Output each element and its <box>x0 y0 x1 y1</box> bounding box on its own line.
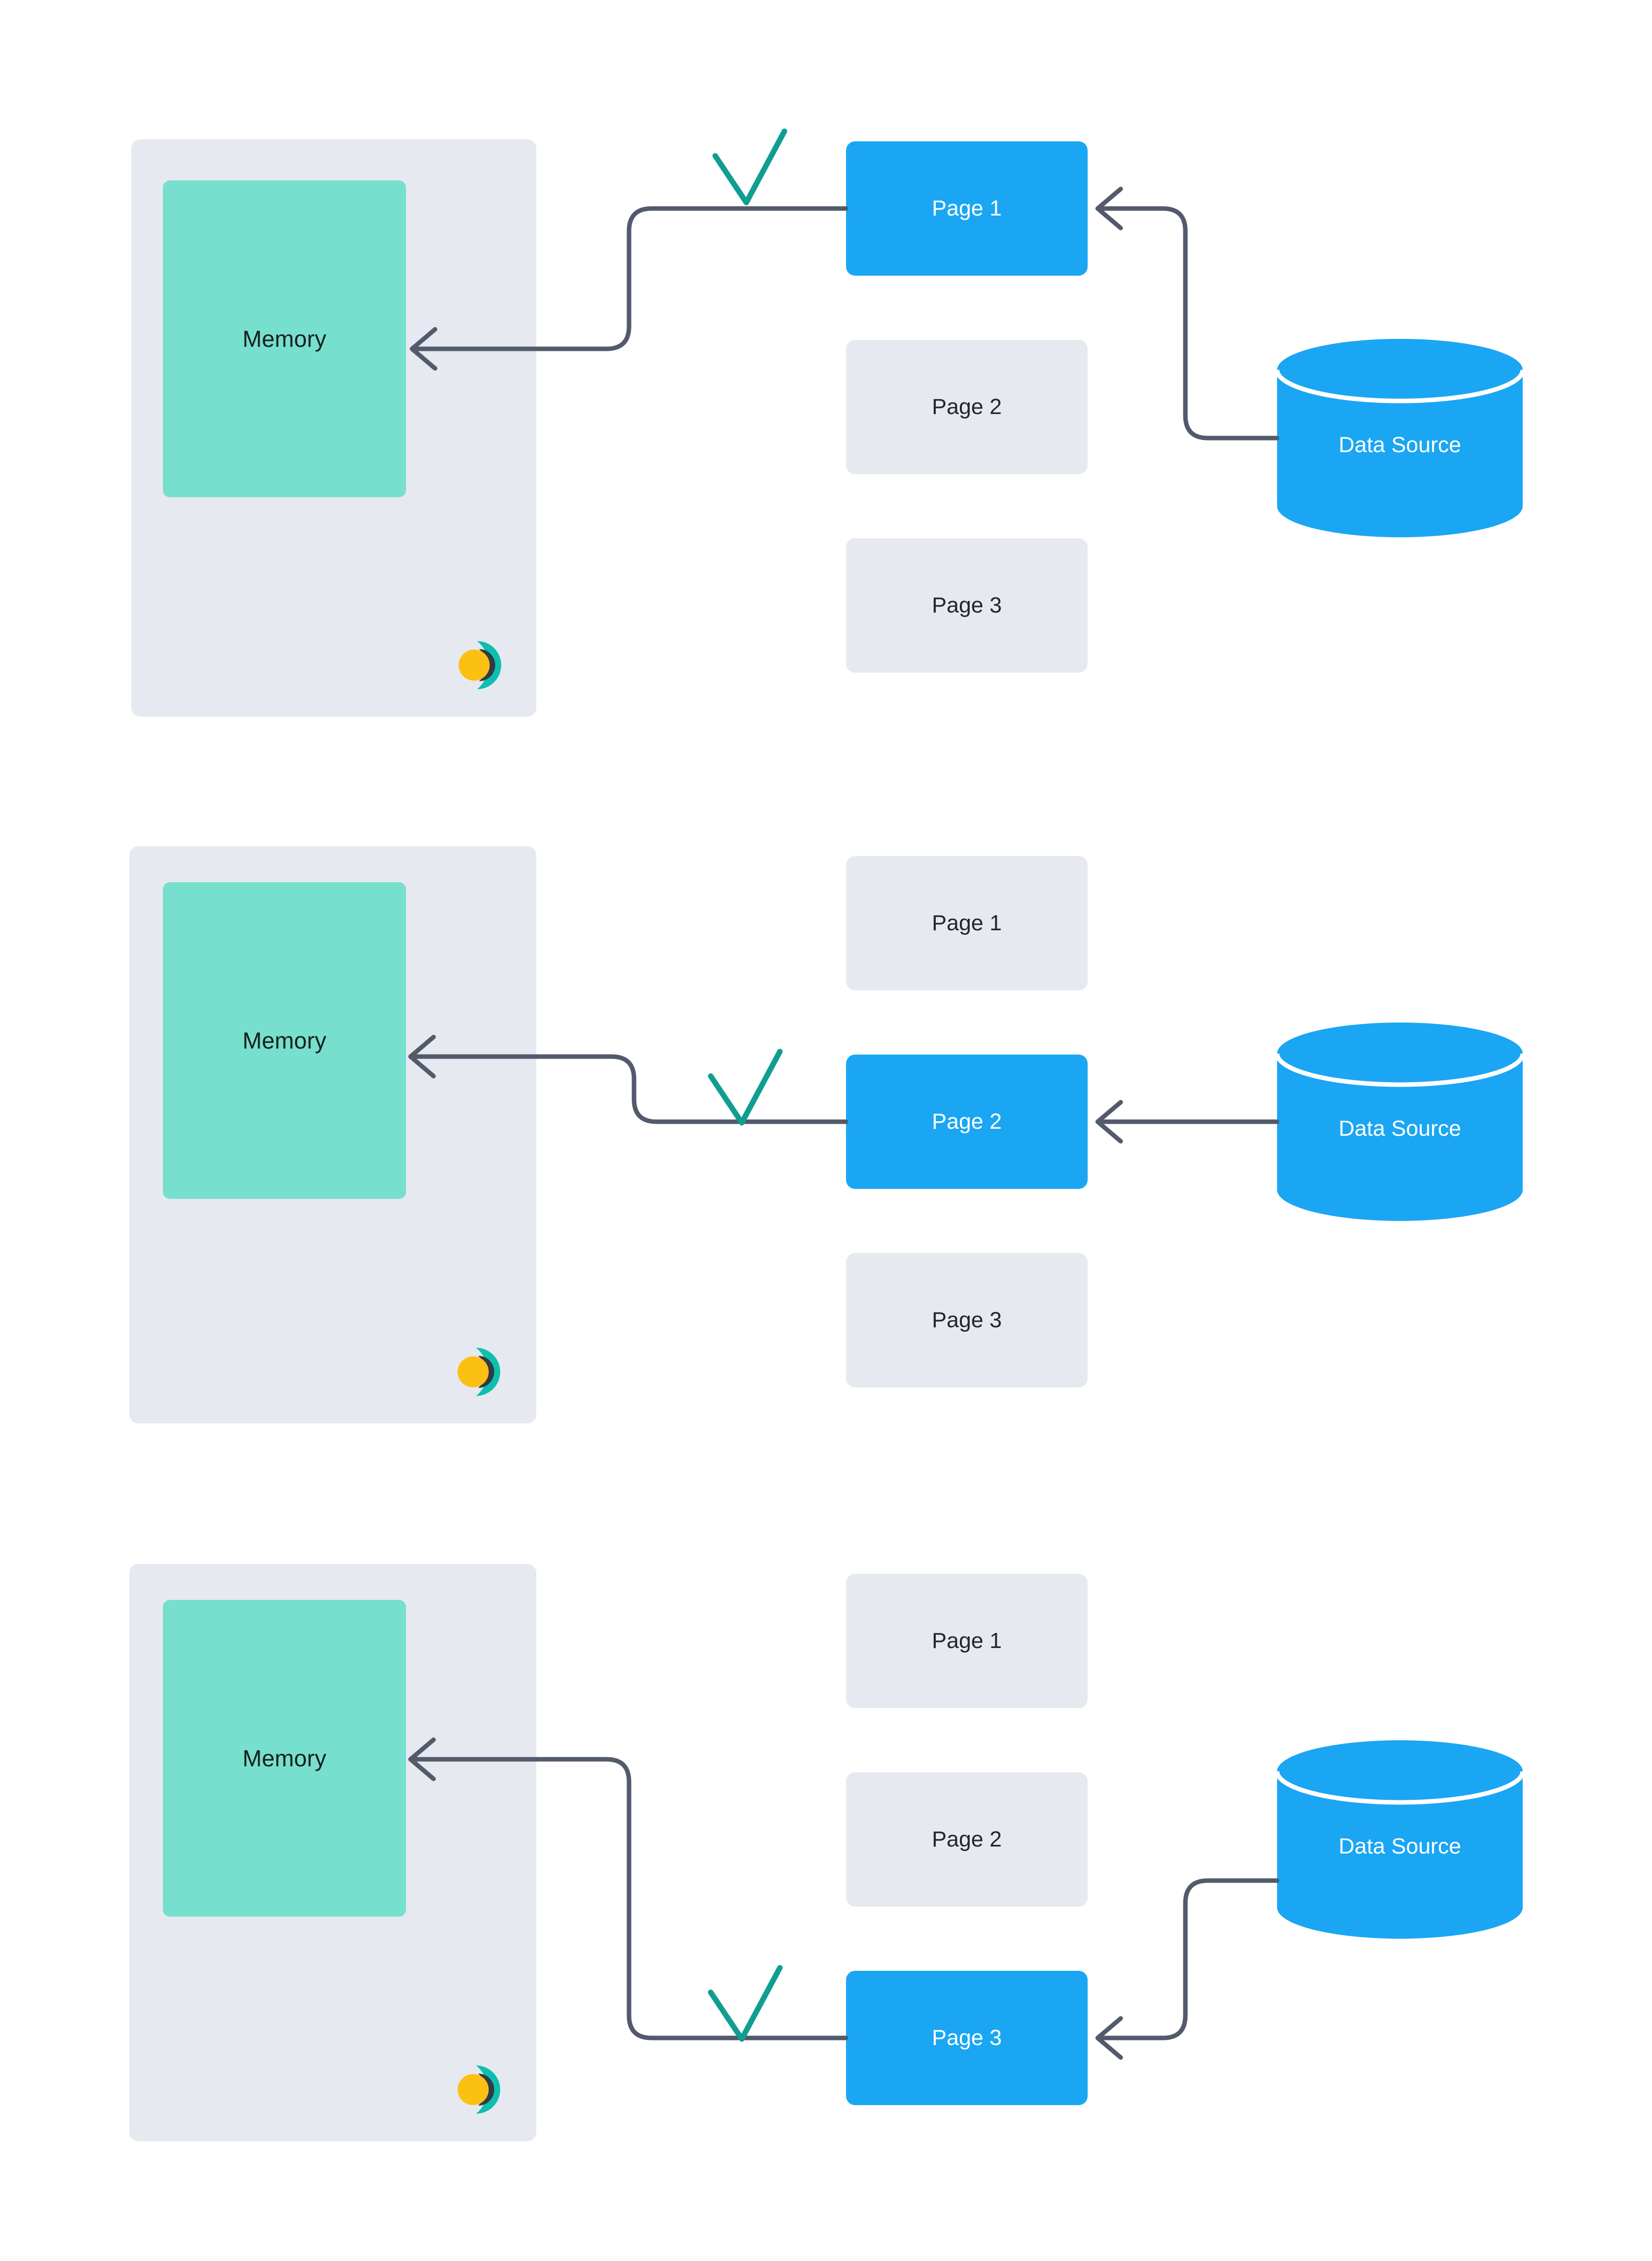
memory-block-step-1: Memory <box>163 180 406 497</box>
page-card-step-3-page-2[interactable]: Page 2 <box>846 1772 1088 1907</box>
data-source-step-3[interactable]: Data Source <box>1275 1740 1525 1939</box>
database-cylinder-icon <box>1275 1022 1525 1221</box>
page-card-label: Page 2 <box>932 1827 1002 1852</box>
database-cylinder-icon <box>1275 1740 1525 1939</box>
wire-datasource-to-page3-step-3 <box>1097 1878 1280 2040</box>
page-card-label: Page 3 <box>932 2025 1002 2050</box>
page-card-label: Page 1 <box>932 196 1002 221</box>
check-icon <box>712 128 787 205</box>
data-source-label: Data Source <box>1338 1834 1462 1859</box>
data-source-label: Data Source <box>1338 433 1462 457</box>
data-source-step-2[interactable]: Data Source <box>1275 1022 1525 1221</box>
memory-label: Memory <box>242 326 327 352</box>
check-icon <box>708 1049 783 1126</box>
page-card-label: Page 3 <box>932 1308 1002 1332</box>
check-icon <box>708 1965 783 2042</box>
page-card-step-3-page-3[interactable]: Page 3 <box>846 1971 1088 2105</box>
page-card-step-2-page-3[interactable]: Page 3 <box>846 1253 1088 1387</box>
page-card-step-3-page-1[interactable]: Page 1 <box>846 1574 1088 1708</box>
arrow-left-icon <box>1095 2016 1123 2060</box>
memory-label: Memory <box>242 1745 327 1771</box>
page-card-label: Page 1 <box>932 911 1002 935</box>
page-card-step-1-page-3[interactable]: Page 3 <box>846 538 1088 673</box>
page-card-label: Page 1 <box>932 1628 1002 1653</box>
arrow-left-icon <box>1095 186 1123 231</box>
page-card-step-2-page-2[interactable]: Page 2 <box>846 1055 1088 1189</box>
arrow-left-icon <box>1095 1100 1123 1144</box>
memory-label: Memory <box>242 1027 327 1054</box>
page-card-label: Page 2 <box>932 1109 1002 1134</box>
memory-block-step-2: Memory <box>163 882 406 1199</box>
page-card-label: Page 2 <box>932 394 1002 419</box>
wire-datasource-to-page1-step-1 <box>1097 206 1280 441</box>
brand-logo-icon <box>459 641 501 689</box>
page-card-label: Page 3 <box>932 593 1002 618</box>
page-card-step-1-page-2[interactable]: Page 2 <box>846 340 1088 474</box>
data-source-step-1[interactable]: Data Source <box>1275 339 1525 537</box>
brand-logo-icon <box>458 2066 500 2114</box>
brand-logo-icon <box>458 1348 500 1396</box>
memory-block-step-3: Memory <box>163 1600 406 1917</box>
database-cylinder-icon <box>1275 339 1525 537</box>
data-source-label: Data Source <box>1338 1116 1462 1141</box>
page-card-step-2-page-1[interactable]: Page 1 <box>846 856 1088 990</box>
page-card-step-1-page-1[interactable]: Page 1 <box>846 141 1088 276</box>
